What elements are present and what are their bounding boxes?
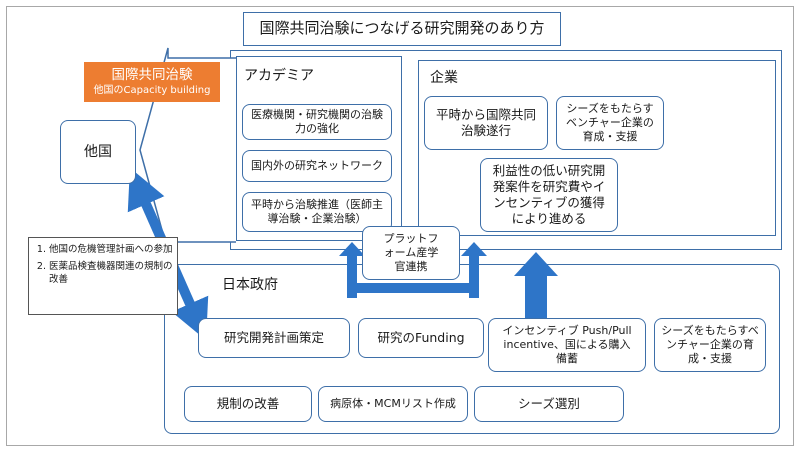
diagram-title: 国際共同治験につなげる研究開発のあり方 [243,12,561,46]
note-item-2: 医薬品検査機器関連の規制の改善 [49,261,173,287]
academia-item-3: 平時から治験推進（医師主導治験・企業治験） [242,192,392,232]
gov-item-regulation: 規制の改善 [184,386,312,422]
gov-item-plan: 研究開発計画策定 [198,318,350,358]
government-title: 日本政府 [222,276,278,293]
other-country-box: 他国 [60,120,136,184]
platform-fork-connector [347,283,479,298]
industry-item-2: シーズをもたらすベンチャー企業の育成・支援 [556,96,664,150]
international-trial-title: 国際共同治験 [111,66,193,83]
industry-item-1: 平時から国際共同治験遂行 [424,96,548,150]
up-arrow-left-head [339,242,365,256]
international-trial-box: 国際共同治験 他国のCapacity building [84,62,220,102]
note-item-1: 他国の危機管理計画への参加 [49,244,173,257]
gov-item-venture: シーズをもたらすベンチャー企業の育成・支援 [654,318,766,372]
industry-title: 企業 [430,69,458,86]
up-arrow-incentive-head [514,252,558,276]
academia-title: アカデミア [244,67,314,84]
gov-item-seeds-selection: シーズ選別 [474,386,624,422]
gov-item-pathogen-list: 病原体・MCMリスト作成 [318,386,468,422]
diagram-frame [6,6,794,446]
gov-item-incentive: インセンティブ Push/Pull incentive、国による購入備蓄 [488,318,646,372]
up-arrow-right-head [461,242,487,256]
platform-box: プラットフォーム産学官連携 [362,226,460,280]
gov-item-funding: 研究のFunding [358,318,484,358]
international-trial-subtitle: 他国のCapacity building [93,85,211,97]
academia-item-1: 医療機関・研究機関の治験力の強化 [242,104,392,140]
notes-box: 他国の危機管理計画への参加 医薬品検査機器関連の規制の改善 [28,237,178,315]
academia-item-2: 国内外の研究ネットワーク [242,150,392,182]
industry-item-3: 利益性の低い研究開発案件を研究費やインセンティブの獲得により進める [480,158,618,232]
up-arrow-incentive-shaft [525,274,547,320]
